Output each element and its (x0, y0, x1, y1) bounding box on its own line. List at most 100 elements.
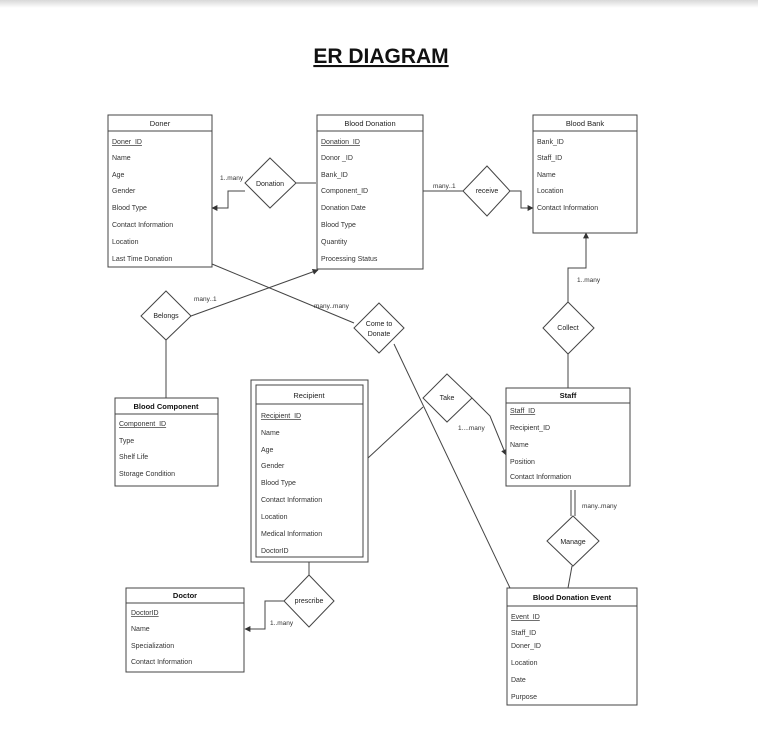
belongs-cardinality: many..1 (194, 296, 217, 303)
donation-cardinality: 1..many (220, 175, 244, 182)
event-attr-purpose: Purpose (511, 694, 537, 701)
entity-blood-donation-title: Blood Donation (344, 119, 395, 128)
come-to-donate-to-event-line (393, 343, 511, 589)
doner-attr-last-donation: Last Time Donation (112, 256, 172, 263)
entity-blood-component: Blood Component Component_ID Type Shelf … (114, 397, 219, 487)
doner-attr-age: Age (112, 172, 125, 179)
staff-attr-name: Name (510, 442, 529, 449)
blood-bank-attr-contact: Contact Information (537, 205, 598, 212)
blood-bank-attr-staff-id: Staff_ID (537, 155, 562, 162)
event-attr-staff-id: Staff_ID (511, 630, 536, 637)
relationship-collect: Collect (542, 301, 595, 355)
blood-donation-attr-donor-id: Donor _ID (321, 155, 353, 162)
doner-attr-id: Doner_ID (112, 139, 142, 146)
recipient-attr-age: Age (261, 447, 274, 454)
doctor-attr-name: Name (131, 626, 150, 633)
blood-donation-attr-blood-type: Blood Type (321, 222, 356, 229)
manage-cardinality: many..many (582, 503, 618, 510)
blood-bank-attr-name: Name (537, 172, 556, 179)
entity-blood-donation: Blood Donation Donation_ID Donor _ID Ban… (316, 114, 424, 270)
entity-staff: Staff Staff_ID Recipient_ID Name Positio… (505, 387, 631, 487)
blood-component-attr-type: Type (119, 438, 134, 445)
entity-doner-title: Doner (150, 119, 171, 128)
doctor-attr-id: DoctorID (131, 610, 159, 617)
recipient-attr-gender: Gender (261, 463, 285, 470)
take-to-staff-line (471, 397, 507, 456)
come-to-donate-label-line2: Donate (368, 331, 391, 338)
blood-component-attr-shelf-life: Shelf Life (119, 454, 148, 461)
doner-to-come-to-donate-line (211, 263, 355, 324)
prescribe-cardinality: 1..many (270, 620, 294, 627)
receive-label: receive (476, 188, 499, 195)
doner-attr-blood-type: Blood Type (112, 205, 147, 212)
doner-attr-contact: Contact Information (112, 222, 173, 229)
entity-blood-component-title: Blood Component (134, 402, 199, 411)
blood-donation-attr-component-id: Component_ID (321, 188, 368, 195)
event-attr-date: Date (511, 677, 526, 684)
blood-component-attr-storage: Storage Condition (119, 471, 175, 478)
doner-attr-name: Name (112, 155, 131, 162)
doner-attr-location: Location (112, 239, 139, 246)
staff-attr-recipient-id: Recipient_ID (510, 425, 550, 432)
entity-doner: Doner Doner_ID Name Age Gender Blood Typ… (107, 114, 213, 268)
prescribe-to-doctor-line (244, 600, 284, 632)
event-attr-location: Location (511, 660, 538, 667)
relationship-prescribe: prescribe (283, 574, 335, 628)
staff-attr-id: Staff_ID (510, 408, 535, 415)
recipient-attr-doctor-id: DoctorID (261, 548, 289, 555)
blood-donation-attr-bank-id: Bank_ID (321, 172, 348, 179)
relationship-belongs: Belongs (140, 290, 192, 341)
entity-doctor: Doctor DoctorID Name Specialization Cont… (125, 587, 245, 673)
manage-to-event-line (567, 565, 573, 589)
recipient-to-take-line (367, 406, 424, 459)
relationship-receive: receive (462, 165, 511, 217)
event-attr-id: Event_ID (511, 614, 540, 621)
entity-recipient: Recipient Recipient_ID Name Age Gender B… (250, 379, 369, 563)
recipient-attr-contact: Contact Information (261, 497, 322, 504)
blood-donation-attr-quantity: Quantity (321, 239, 348, 246)
manage-label: Manage (560, 539, 585, 546)
collect-to-blood-bank-line (567, 232, 589, 302)
relationship-manage: Manage (546, 515, 600, 567)
recipient-attr-medical: Medical Information (261, 531, 322, 538)
entity-staff-title: Staff (560, 391, 577, 400)
prescribe-label: prescribe (295, 598, 324, 605)
entity-recipient-title: Recipient (293, 391, 325, 400)
relationship-take: Take (422, 373, 473, 423)
donation-label: Donation (256, 181, 284, 188)
come-to-donate-cardinality: many..many (314, 303, 350, 310)
recipient-attr-location: Location (261, 514, 288, 521)
event-attr-doner-id: Doner_ID (511, 643, 541, 650)
blood-donation-attr-date: Donation Date (321, 205, 366, 212)
take-cardinality: 1....many (458, 425, 485, 432)
relationship-come-to-donate: Come to Donate (353, 302, 405, 354)
donation-to-doner-line (211, 190, 245, 211)
doner-attr-gender: Gender (112, 188, 136, 195)
receive-to-blood-bank-line (510, 190, 534, 211)
blood-component-attr-id: Component_ID (119, 421, 166, 428)
blood-donation-attr-status: Processing Status (321, 256, 378, 263)
entity-blood-bank-title: Blood Bank (566, 119, 605, 128)
receive-cardinality: many..1 (433, 183, 456, 190)
recipient-attr-id: Recipient_ID (261, 413, 301, 420)
blood-bank-attr-id: Bank_ID (537, 139, 564, 146)
recipient-attr-name: Name (261, 430, 280, 437)
staff-attr-position: Position (510, 459, 535, 466)
come-to-donate-label-line1: Come to (366, 321, 393, 328)
staff-attr-contact: Contact Information (510, 474, 571, 481)
entity-blood-bank: Blood Bank Bank_ID Staff_ID Name Locatio… (532, 114, 638, 234)
doctor-attr-contact: Contact Information (131, 659, 192, 666)
top-shadow (0, 0, 758, 8)
belongs-label: Belongs (153, 313, 179, 320)
blood-bank-attr-location: Location (537, 188, 564, 195)
diagram-title: ER DIAGRAM (313, 45, 448, 68)
relationship-donation: Donation (244, 157, 297, 209)
doctor-attr-specialization: Specialization (131, 643, 174, 650)
collect-cardinality: 1..many (577, 277, 601, 284)
blood-donation-attr-id: Donation_ID (321, 139, 360, 146)
take-label: Take (440, 395, 455, 402)
entity-blood-donation-event: Blood Donation Event Event_ID Staff_ID D… (506, 587, 638, 706)
entity-doctor-title: Doctor (173, 591, 197, 600)
collect-label: Collect (557, 325, 578, 332)
